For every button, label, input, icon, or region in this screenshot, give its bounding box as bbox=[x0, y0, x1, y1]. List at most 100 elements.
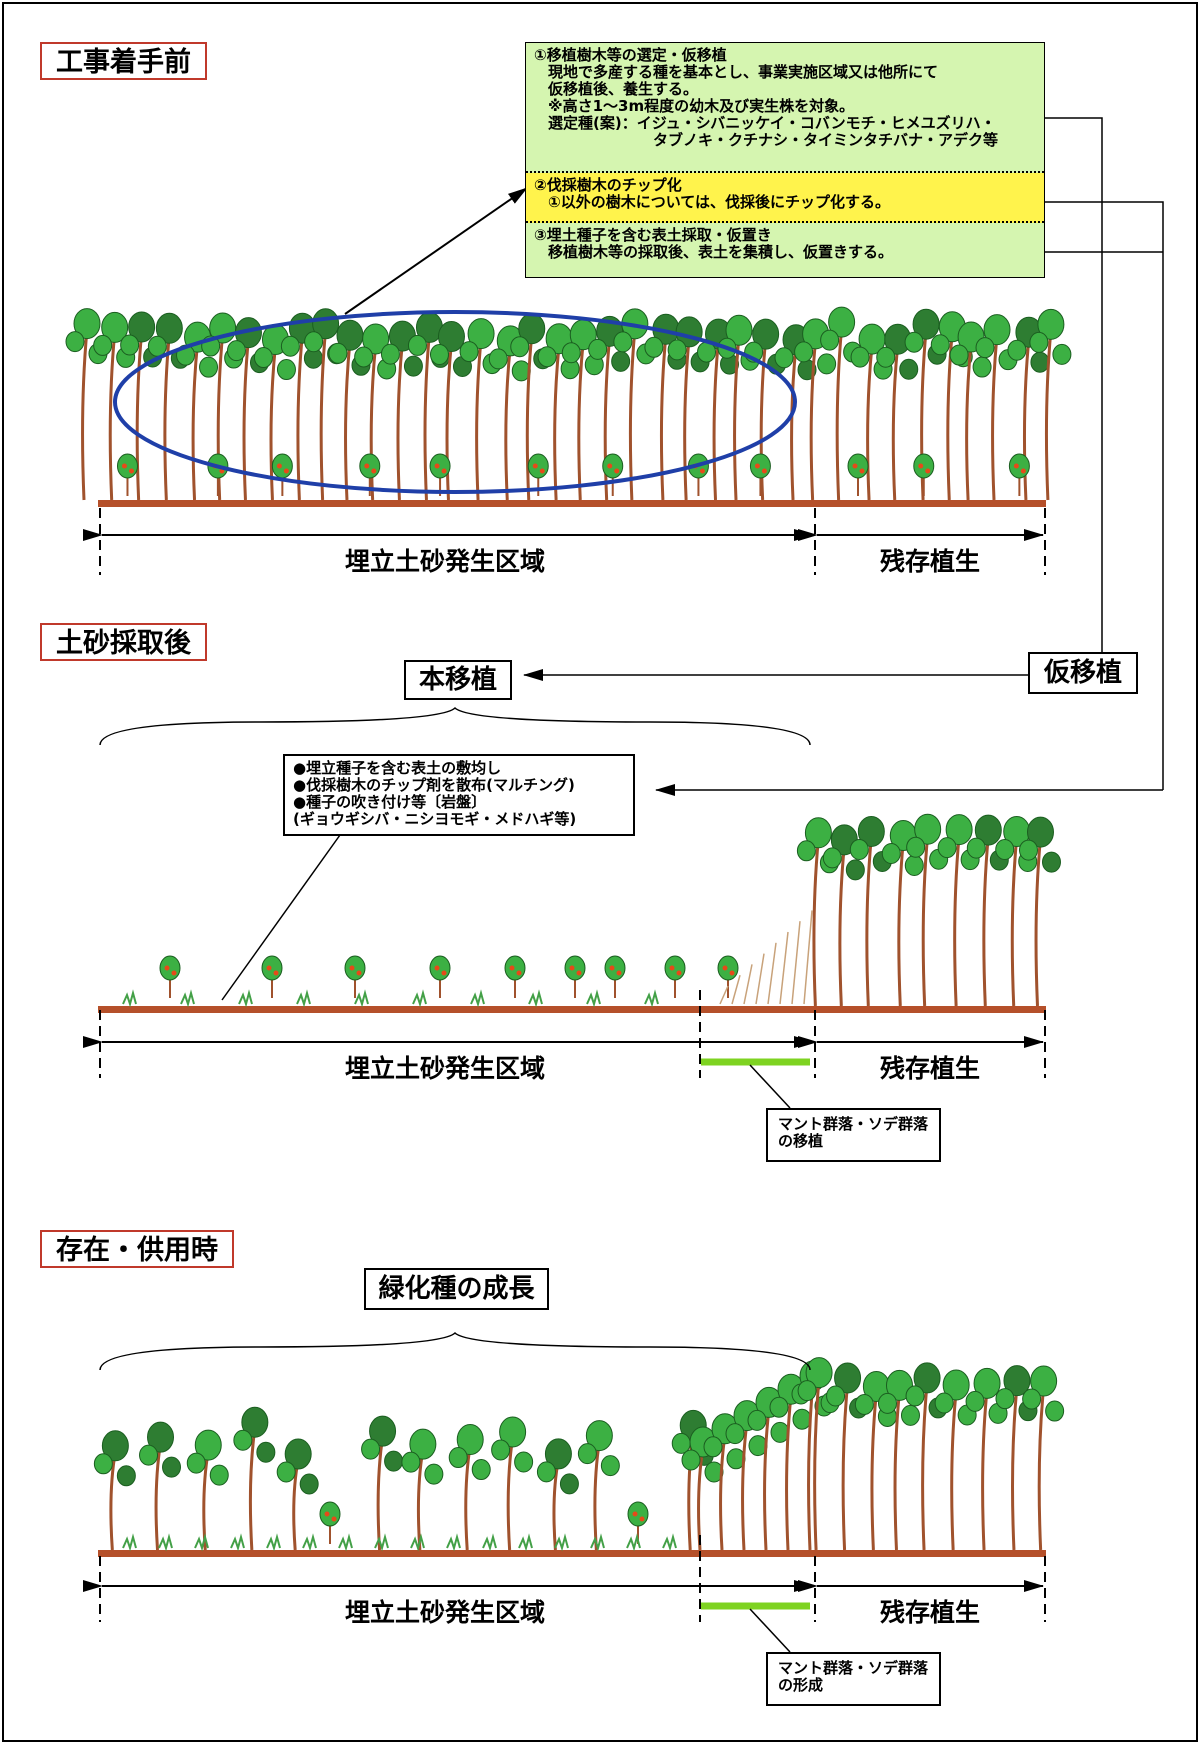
tree-crown bbox=[881, 843, 901, 865]
tree-trunk bbox=[838, 845, 846, 1007]
tree-trunk bbox=[475, 339, 483, 501]
sapling-crown bbox=[344, 955, 366, 981]
tree-crown bbox=[588, 338, 608, 360]
sapling-fruit bbox=[324, 1511, 330, 1517]
fill-zone-label-2: 埋立土砂発生区域 bbox=[345, 1054, 546, 1083]
tree-trunk bbox=[763, 1408, 771, 1551]
tree-crown bbox=[241, 1406, 269, 1438]
tree-trunk bbox=[712, 339, 721, 501]
tree-crown bbox=[514, 1451, 534, 1473]
tree-trunk bbox=[593, 1441, 601, 1551]
stage-title-final: 存在・供用時 bbox=[40, 1230, 234, 1268]
tree-crown bbox=[1045, 1400, 1065, 1422]
sapling-fruit bbox=[852, 463, 858, 469]
tree-crown bbox=[854, 1393, 874, 1415]
tree-crown bbox=[725, 1423, 745, 1445]
tree-crown bbox=[1018, 839, 1038, 861]
grass-tuft bbox=[296, 989, 311, 1008]
tree-trunk bbox=[344, 341, 352, 501]
tree-crown bbox=[226, 340, 246, 362]
sapling-crown bbox=[717, 955, 739, 981]
tree-trunk bbox=[741, 1421, 749, 1551]
tree-crown bbox=[429, 344, 449, 366]
tree-crown bbox=[913, 1362, 941, 1394]
tree-trunk bbox=[965, 342, 973, 501]
sapling-fruit bbox=[761, 468, 767, 474]
main-transplant-label: 本移植 bbox=[404, 660, 512, 700]
tree-crown bbox=[276, 359, 296, 381]
tree-crown bbox=[899, 358, 919, 380]
tree-crown bbox=[1022, 1388, 1042, 1410]
tree-crown bbox=[600, 1455, 620, 1477]
grass-tuft bbox=[374, 1533, 389, 1552]
measure-section-1: ①移植樹木等の選定・仮移植 現地で多産する種を基本とし、事業実施区域又は他所にて… bbox=[526, 43, 1044, 173]
tree-trunk bbox=[423, 333, 431, 501]
tree-trunk bbox=[865, 837, 873, 1007]
tree-crown bbox=[209, 1464, 229, 1486]
tree-crown bbox=[747, 1409, 767, 1431]
selection-ellipse bbox=[113, 310, 797, 494]
tree-trunk bbox=[1011, 1386, 1019, 1551]
tree-crown bbox=[805, 1357, 833, 1389]
tree-crown bbox=[949, 344, 969, 366]
sapling-fruit bbox=[128, 468, 134, 474]
tree-trunk bbox=[242, 338, 250, 501]
tree-crown bbox=[380, 343, 400, 365]
sapling-fruit bbox=[283, 468, 289, 474]
fill-zone-label-3: 埋立土砂発生区域 bbox=[345, 1598, 546, 1627]
remain-zone-label-3: 残存植生 bbox=[880, 1598, 981, 1627]
brace-main-transplant bbox=[99, 706, 811, 746]
sapling-fruit bbox=[121, 463, 127, 469]
tree-trunk bbox=[870, 1392, 878, 1551]
tree-crown bbox=[828, 306, 856, 338]
tree-crown bbox=[437, 321, 465, 353]
sapling-fruit bbox=[364, 463, 370, 469]
grass-tuft bbox=[180, 989, 195, 1008]
stage-title-before: 工事着手前 bbox=[40, 42, 207, 80]
sapling-fruit bbox=[669, 965, 675, 971]
tree-crown bbox=[561, 342, 581, 364]
tree-trunk bbox=[921, 1383, 929, 1551]
sapling-fruit bbox=[371, 468, 377, 474]
tree-trunk bbox=[809, 339, 818, 501]
tree-crown bbox=[1026, 816, 1054, 848]
sapling-fruit bbox=[616, 970, 622, 976]
measure-1-line-3: ※高さ1～3m程度の幼木及び実生株を対象。 bbox=[548, 97, 855, 115]
mantle-stem bbox=[803, 910, 813, 1005]
dimension-stage1 bbox=[83, 508, 1046, 575]
sapling-fruit bbox=[434, 463, 440, 469]
tree-crown bbox=[194, 1429, 222, 1461]
tree-trunk bbox=[835, 327, 844, 501]
tree-trunk bbox=[81, 329, 89, 501]
sapling-fruit bbox=[434, 965, 440, 971]
sapling-fruit bbox=[164, 965, 170, 971]
tree-crown bbox=[491, 1439, 511, 1461]
tree-crown bbox=[354, 346, 374, 368]
tree-trunk bbox=[893, 1391, 901, 1551]
tree-crown bbox=[488, 348, 508, 370]
sapling-fruit bbox=[331, 1516, 337, 1522]
tree-crown bbox=[280, 335, 300, 357]
measure-1-line-5: タブノキ・クチナシ・タイミンタチバナ・アデク等 bbox=[653, 131, 999, 149]
tree-crown bbox=[93, 1453, 113, 1475]
tree-crown bbox=[774, 347, 794, 369]
mantle-formation-line-1: マント群落・ソデ群落 bbox=[778, 1659, 929, 1677]
measure-3-line-1: 移植樹木等の採取後、表土を集積し、仮置きする。 bbox=[548, 243, 894, 261]
tree-crown bbox=[147, 335, 167, 357]
mantle-stem bbox=[755, 953, 765, 1005]
tree-crown bbox=[914, 813, 942, 845]
dimension-stage3 bbox=[83, 1535, 1046, 1653]
tree-crown bbox=[974, 814, 1002, 846]
tree-crown bbox=[1029, 331, 1049, 353]
tree-crown bbox=[147, 1421, 175, 1453]
tree-crown bbox=[101, 311, 129, 343]
note-line-3: ●種子の吹き付け等〔岩盤〕 bbox=[293, 793, 487, 811]
sapling-fruit bbox=[171, 970, 177, 976]
grass-tuft bbox=[662, 1533, 677, 1552]
tree-crown bbox=[877, 1392, 897, 1414]
grass-tuft bbox=[354, 989, 369, 1008]
note-leader bbox=[221, 834, 341, 1001]
tree-trunk bbox=[504, 346, 512, 501]
tree-trunk bbox=[376, 1436, 385, 1551]
